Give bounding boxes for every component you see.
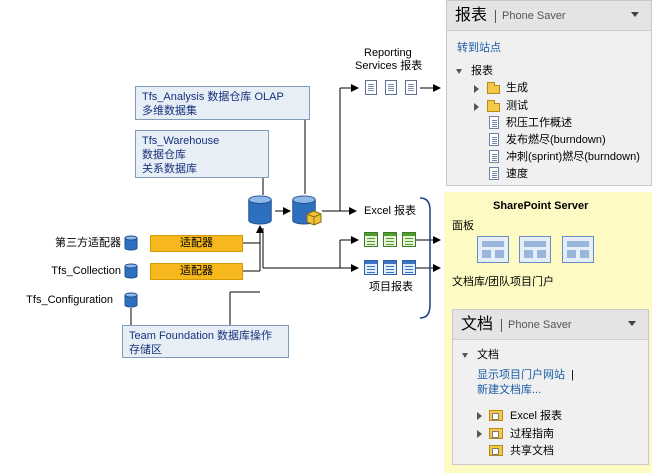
reporting-services-label-1: Reporting: [364, 47, 412, 59]
ops-box-line2: 存储区: [129, 344, 162, 356]
report-doc-icon-1: [365, 80, 377, 95]
adapter-box-2: 适配器: [150, 263, 243, 280]
source-label-third-party: 第三方适配器: [55, 237, 121, 249]
documents-panel-header: 文档 Phone Saver: [453, 310, 648, 340]
report-item-sprint-burndown[interactable]: 冲刺(sprint)燃尽(burndown): [506, 151, 640, 163]
project-doc-icon-3: [402, 260, 416, 275]
chevron-down-icon[interactable]: [631, 12, 639, 17]
goto-site-link[interactable]: 转到站点: [457, 42, 501, 54]
collapse-icon[interactable]: [474, 85, 479, 93]
document-library-icon: [489, 445, 503, 456]
report-icon: [489, 150, 499, 163]
reports-panel-title: 报表: [455, 7, 488, 24]
reports-web-part: 报表 Phone Saver 转到站点 报表 生成 测试 积压工作概述 发布燃尽…: [446, 0, 652, 186]
analysis-box-line2: 多维数据集: [142, 105, 197, 117]
expand-icon[interactable]: [456, 69, 462, 74]
report-folder-test[interactable]: 测试: [506, 100, 528, 112]
collapse-icon[interactable]: [474, 103, 479, 111]
excel-reports-label: Excel 报表: [364, 205, 416, 217]
tfs-collection-database-icon: [124, 263, 138, 279]
report-folder-build[interactable]: 生成: [506, 82, 528, 94]
report-item-backlog-overview[interactable]: 积压工作概述: [506, 117, 572, 129]
link-separator: |: [571, 369, 574, 381]
report-icon: [489, 167, 499, 180]
dashboard-icon: [477, 236, 509, 263]
warehouse-box-line2: 数据仓库: [142, 149, 186, 161]
reports-panel-header: 报表 Phone Saver: [447, 1, 651, 31]
document-library-icon: [489, 410, 503, 421]
tfs-configuration-database-icon: [124, 292, 138, 308]
collapse-icon[interactable]: [477, 412, 482, 420]
report-icon: [489, 116, 499, 129]
adapter-box-1: 适配器: [150, 235, 243, 252]
report-doc-icon-3: [405, 80, 417, 95]
report-doc-icon-2: [385, 80, 397, 95]
excel-doc-icon-1: [364, 232, 378, 247]
dashboards-label: 面板: [452, 220, 474, 232]
ops-store-info-box: Team Foundation 数据库操作 存储区: [122, 325, 289, 358]
doc-item-process-guidance[interactable]: 过程指南: [510, 428, 554, 440]
documents-panel-separator: [501, 319, 502, 332]
adapter-label-1: 适配器: [180, 237, 213, 249]
documents-panel-subtitle: Phone Saver: [508, 319, 572, 331]
ops-box-line1: Team Foundation 数据库操作: [129, 330, 273, 342]
excel-doc-icon-2: [383, 232, 397, 247]
documents-web-part: 文档 Phone Saver 文档 显示项目门户网站 | 新建文档库... Ex…: [452, 309, 649, 465]
sharepoint-server-title: SharePoint Server: [493, 200, 589, 212]
adapter-label-2: 适配器: [180, 265, 213, 277]
new-document-library-link[interactable]: 新建文档库...: [477, 384, 542, 396]
reports-panel-subtitle: Phone Saver: [502, 10, 566, 22]
documents-root-label[interactable]: 文档: [477, 349, 499, 361]
reporting-services-label-2: Services 报表: [355, 60, 423, 72]
dashboard-icon: [519, 236, 551, 263]
doc-item-excel-reports[interactable]: Excel 报表: [510, 410, 562, 422]
warehouse-info-box: Tfs_Warehouse 数据仓库 关系数据库: [135, 130, 269, 178]
cube-icon: [306, 210, 322, 226]
folder-icon: [487, 82, 500, 94]
report-icon: [489, 133, 499, 146]
source-label-tfs-configuration: Tfs_Configuration: [26, 294, 113, 306]
third-party-database-icon: [124, 235, 138, 251]
analysis-box-line1: Tfs_Analysis 数据仓库 OLAP: [142, 91, 284, 103]
chevron-down-icon[interactable]: [628, 321, 636, 326]
collapse-icon[interactable]: [477, 430, 482, 438]
excel-doc-icon-3: [402, 232, 416, 247]
documents-panel-title: 文档: [461, 316, 494, 333]
project-reports-label: 项目报表: [369, 281, 413, 293]
dashboard-icon: [562, 236, 594, 263]
reports-panel-separator: [495, 10, 496, 23]
document-library-portal-label: 文档库/团队项目门户: [452, 276, 555, 288]
folder-icon: [487, 100, 500, 112]
document-library-icon: [489, 428, 503, 439]
expand-icon[interactable]: [462, 353, 468, 358]
analysis-info-box: Tfs_Analysis 数据仓库 OLAP 多维数据集: [135, 86, 310, 120]
report-item-velocity[interactable]: 速度: [506, 168, 528, 180]
warehouse-box-line1: Tfs_Warehouse: [142, 135, 220, 147]
doc-item-shared-documents[interactable]: 共享文档: [510, 445, 554, 457]
warehouse-box-line3: 关系数据库: [142, 163, 197, 175]
project-doc-icon-2: [383, 260, 397, 275]
report-item-release-burndown[interactable]: 发布燃尽(burndown): [506, 134, 606, 146]
show-project-portal-link[interactable]: 显示项目门户网站: [477, 369, 565, 381]
project-doc-icon-1: [364, 260, 378, 275]
source-label-tfs-collection: Tfs_Collection: [51, 265, 121, 277]
warehouse-database-icon: [248, 195, 272, 225]
reports-root-label[interactable]: 报表: [471, 65, 493, 77]
